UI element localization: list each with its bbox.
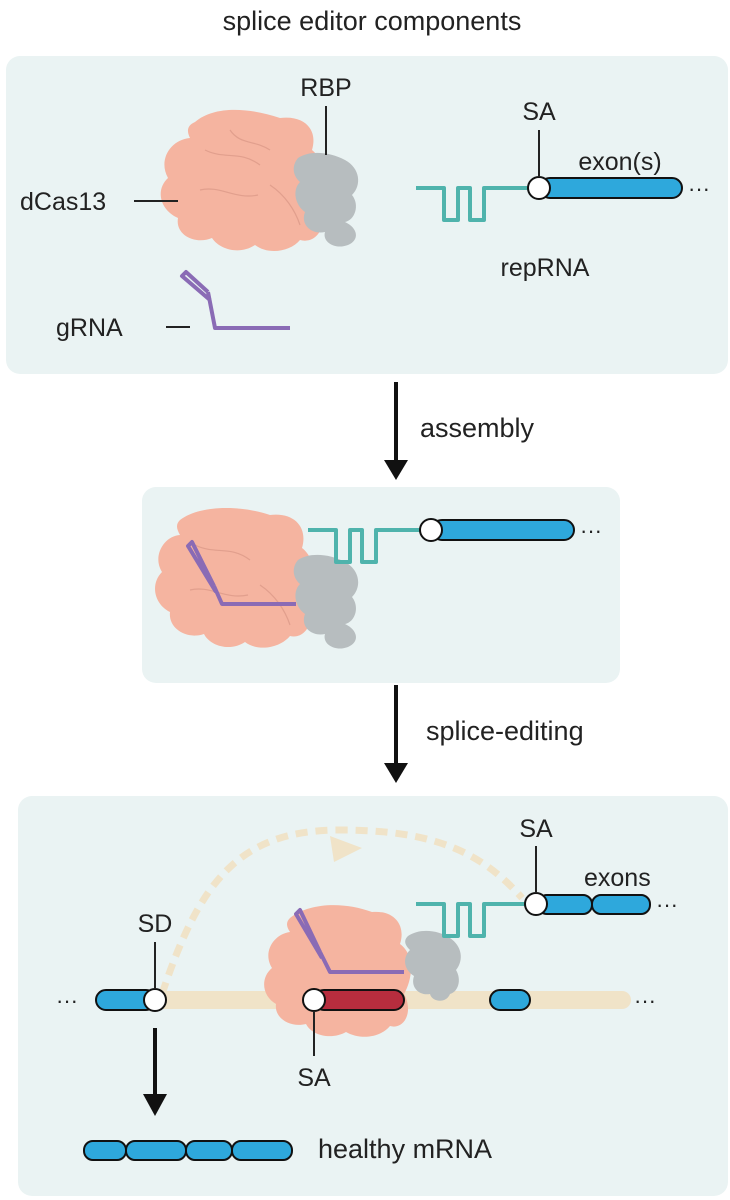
rbp-protein [293, 152, 359, 247]
figure-title: splice editor components [223, 6, 522, 36]
panel3-sa-top-marker [524, 892, 548, 916]
panel3-sa-top-label: SA [519, 815, 553, 843]
reprna-exon-2 [591, 894, 651, 915]
exons-label: exons [584, 864, 651, 892]
bound-rbp-protein [405, 930, 461, 1001]
assembly-arrowhead [384, 460, 408, 480]
splice-editing-arrowhead [384, 763, 408, 783]
healthy-mrna-exon-2 [125, 1140, 187, 1161]
assembled-grna [186, 540, 296, 606]
ellipsis-right: ··· [634, 988, 656, 1013]
reprna-label: repRNA [501, 254, 590, 282]
assembled-rbp-protein [293, 554, 359, 649]
healthy-mrna-exon-3 [185, 1140, 233, 1161]
dcas13-protein [160, 109, 325, 252]
assembled-exon-bar [431, 519, 575, 541]
assembled-dcas13-protein [155, 508, 313, 648]
components-panel [6, 56, 728, 374]
splice-editing-label: splice-editing [426, 716, 584, 746]
healthy-mrna-exon-4 [231, 1140, 293, 1161]
grna-strand [180, 270, 290, 330]
dcas13-label: dCas13 [20, 188, 106, 216]
panel3-reprna [416, 902, 526, 938]
rbp-label: RBP [300, 74, 351, 102]
panel3-sa-bottom-label: SA [297, 1064, 331, 1092]
exon-bar [539, 177, 683, 199]
healthy-mrna-label: healthy mRNA [318, 1134, 492, 1164]
assembled-reprna [308, 528, 420, 564]
sa-site-marker [527, 176, 551, 200]
sd-site-marker [143, 988, 167, 1012]
assembled-sa-marker [419, 518, 443, 542]
trans-splicing-arrowhead [330, 836, 362, 862]
healthy-mrna-exon-1 [83, 1140, 127, 1161]
product-arrowhead [143, 1094, 167, 1116]
downstream-exon [489, 989, 531, 1011]
trans-splicing-arc [158, 826, 525, 996]
ellipsis-p1: ··· [688, 176, 710, 201]
reprna-strand [416, 186, 528, 222]
sd-label: SD [138, 910, 173, 938]
sa-label: SA [522, 98, 556, 126]
assembly-label: assembly [420, 413, 535, 443]
mutant-exon [313, 989, 405, 1011]
ellipsis-top-right: ··· [656, 892, 678, 917]
ellipsis-p2: ··· [580, 518, 602, 543]
grna-label: gRNA [56, 314, 123, 342]
panel3-sa-bottom-marker [302, 988, 326, 1012]
ellipsis-left: ··· [56, 988, 78, 1013]
bound-grna [294, 908, 404, 974]
exon-label: exon(s) [578, 148, 661, 176]
